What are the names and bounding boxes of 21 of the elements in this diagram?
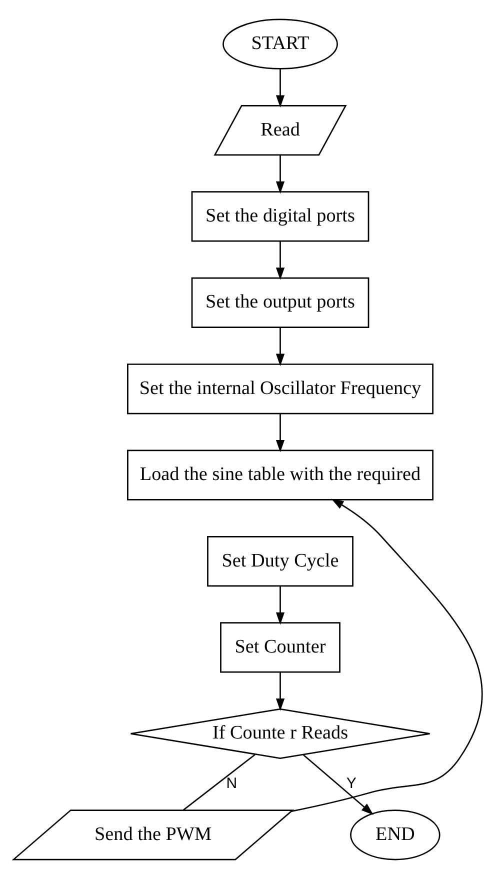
node-box: Load the sine table with the required bbox=[127, 449, 434, 500]
arrow bbox=[276, 241, 285, 280]
arrow bbox=[276, 68, 285, 108]
node-box: Set the output ports bbox=[191, 276, 370, 328]
edge-label: N bbox=[226, 774, 238, 792]
arrow bbox=[276, 413, 285, 452]
arrow bbox=[276, 154, 285, 194]
node-box: Set Counter bbox=[220, 622, 340, 672]
node-box: Set Duty Cycle bbox=[207, 535, 354, 586]
arrow bbox=[276, 672, 285, 710]
arrow bbox=[303, 754, 374, 814]
node-diamond: If Counte r Reads bbox=[130, 708, 430, 758]
node-box: Set the internal Oscillator Frequency bbox=[127, 363, 434, 414]
connector bbox=[183, 753, 256, 810]
arrow bbox=[276, 586, 285, 624]
edge-label: Y bbox=[346, 774, 356, 792]
arrow bbox=[276, 327, 285, 366]
node-box: Set the digital ports bbox=[191, 190, 370, 242]
node-ellipse: START bbox=[222, 18, 338, 69]
node-ellipse: END bbox=[350, 809, 440, 860]
arrow bbox=[291, 498, 483, 812]
